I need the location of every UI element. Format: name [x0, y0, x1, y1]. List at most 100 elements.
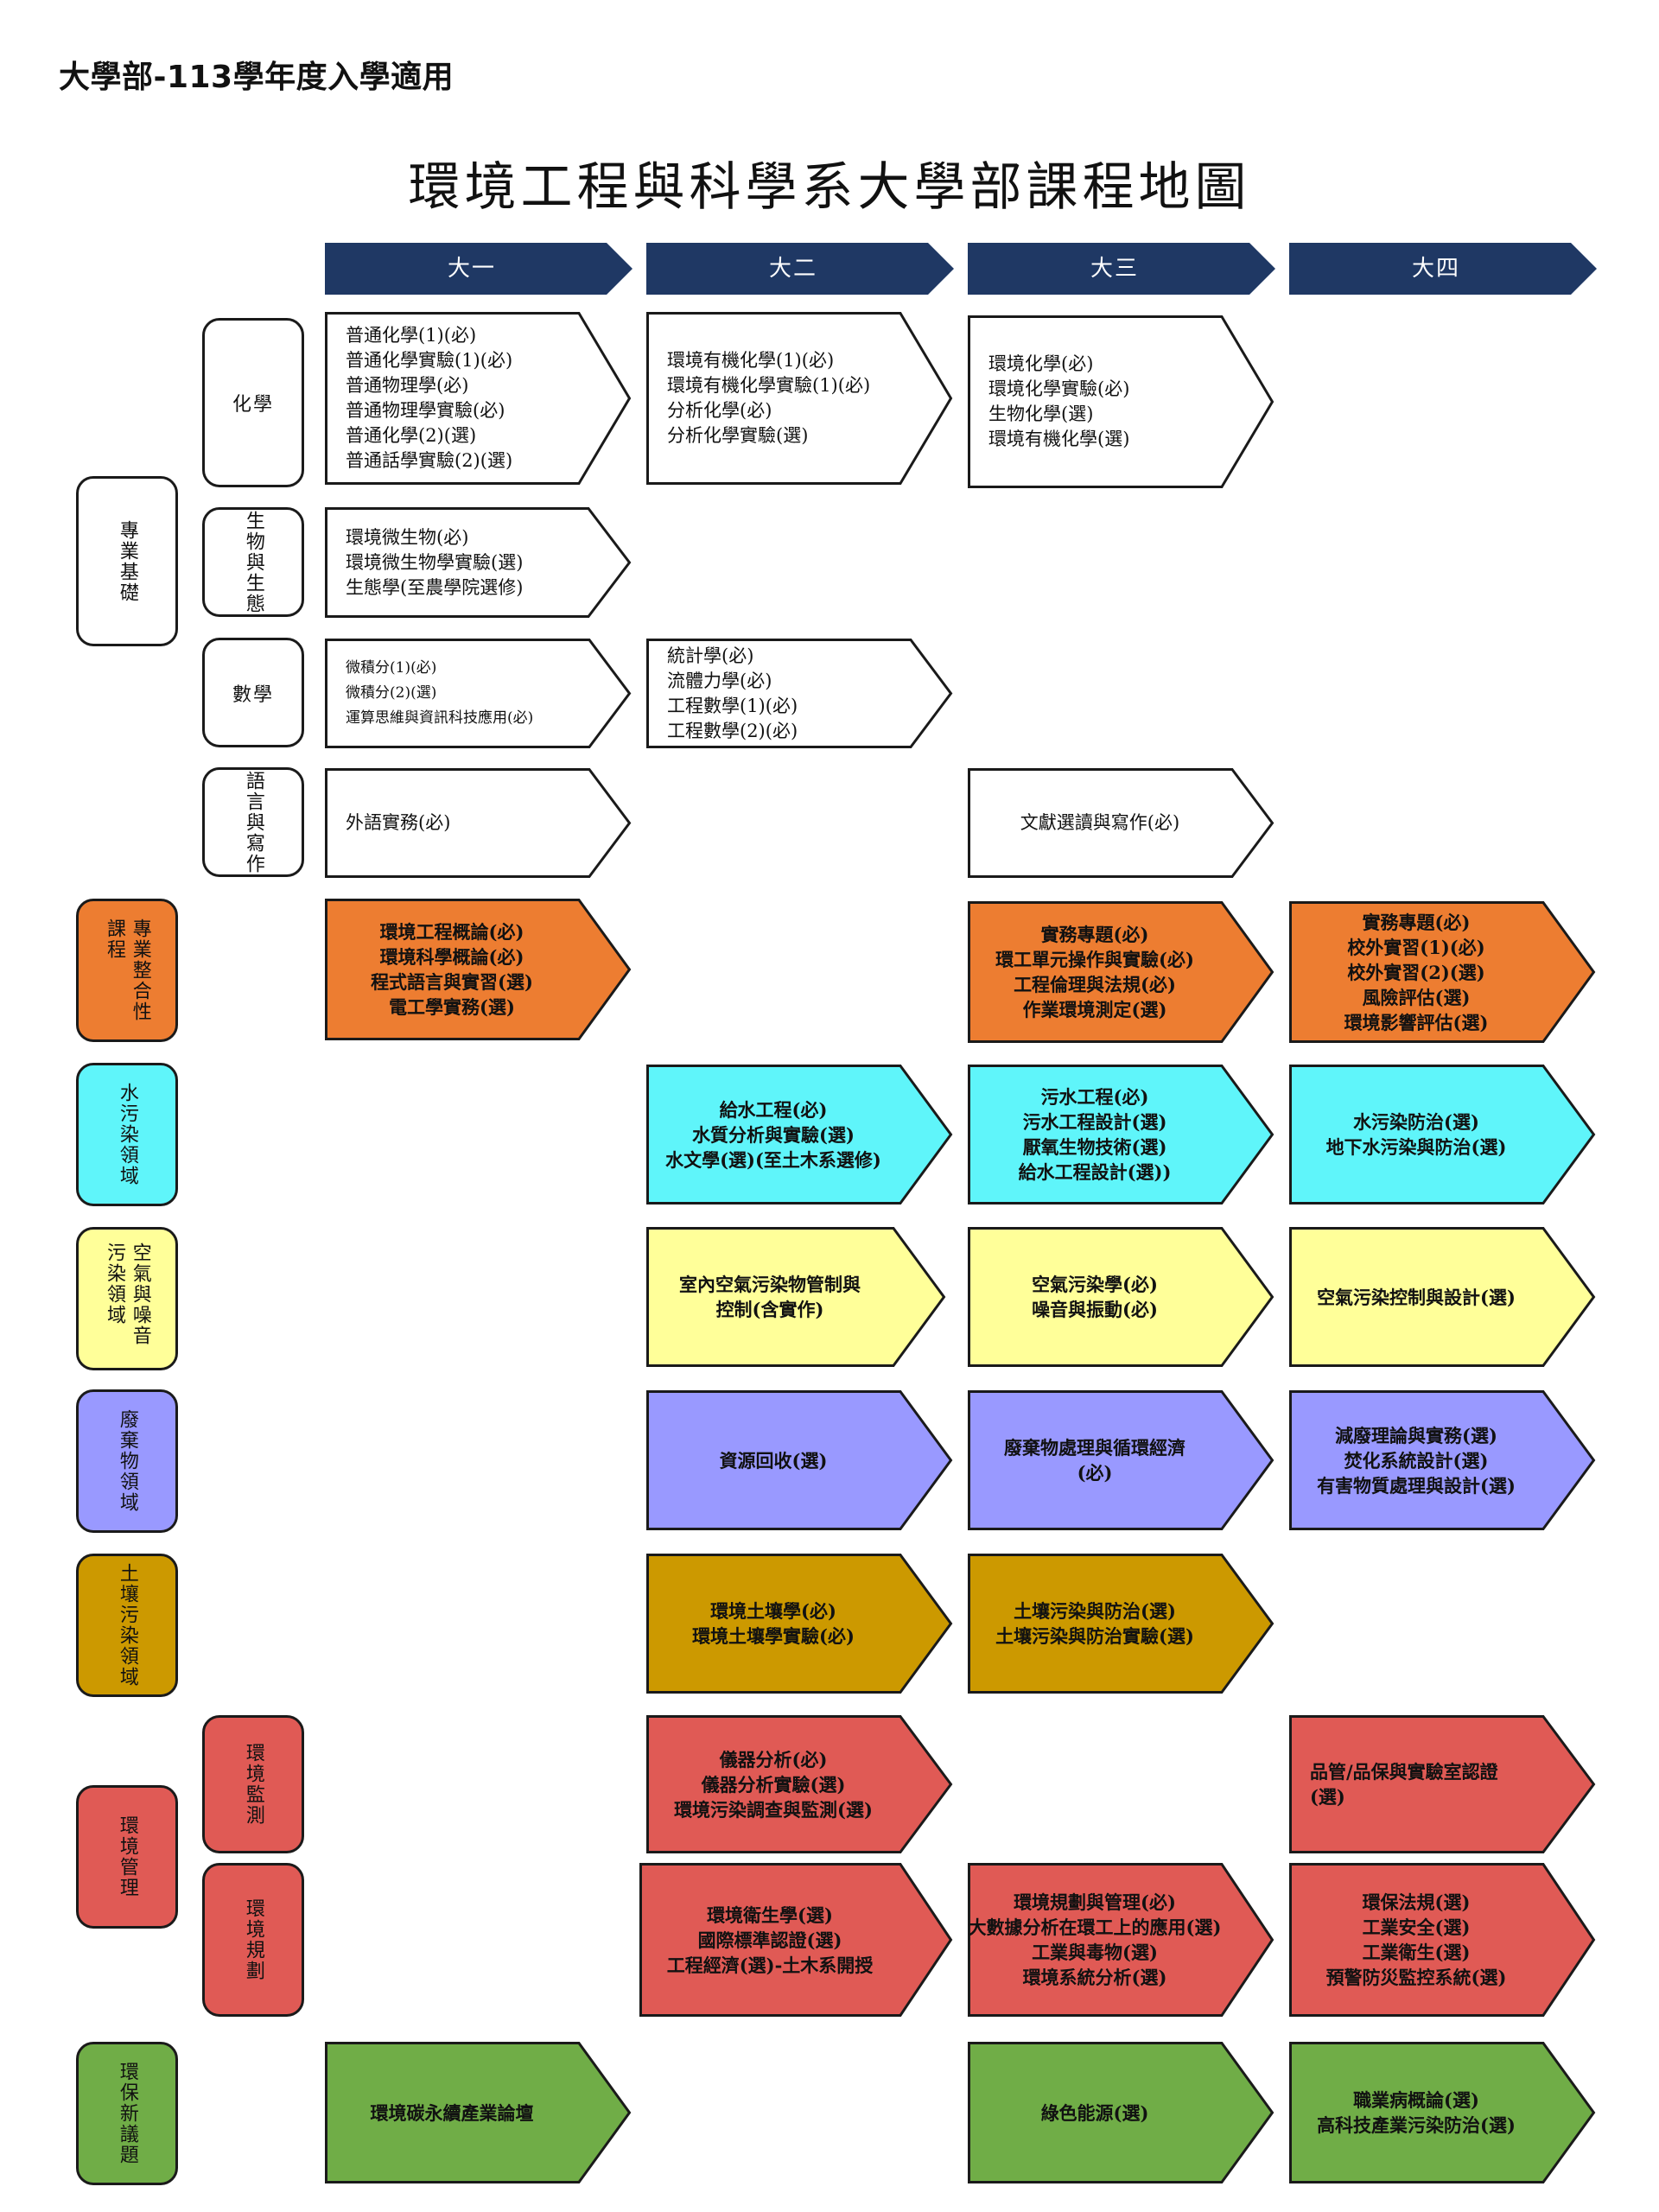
course-line: 污水工程(必) — [1040, 1086, 1149, 1108]
course-line: 地下水污染與防治(選) — [1325, 1136, 1507, 1158]
course-box-air-year2: 室內空氣污染物管制與控制(含實作) — [646, 1227, 946, 1367]
course-list: 實務專題(必)環工單元操作與實驗(必)工程倫理與法規(必)作業環境測定(選) — [968, 901, 1222, 1043]
course-line: 環境污染調查與監測(選) — [674, 1798, 873, 1821]
course-line: 土壤污染與防治實驗(選) — [995, 1625, 1194, 1647]
course-line: 環境碳永續產業論壇 — [370, 2101, 534, 2124]
course-box-math-year2: 統計學(必)流體力學(必)工程數學(1)(必)工程數學(2)(必) — [646, 639, 953, 748]
course-list: 綠色能源(選) — [968, 2042, 1222, 2183]
course-box-monitoring-year4: 品管/品保與實驗室認證 (選) — [1289, 1715, 1596, 1853]
course-box-math-year1: 微積分(1)(必)微積分(2)(選)運算思維與資訊科技應用(必) — [325, 639, 632, 748]
course-line: 微積分(2)(選) — [346, 684, 437, 702]
year-header-1: 大一 — [325, 243, 632, 295]
course-line: 電工學實務(選) — [389, 996, 515, 1018]
category-air-noise: 空氣與噪音污染領域 — [76, 1227, 178, 1370]
course-list: 環境衛生學(選)國際標準認證(選)工程經濟(選)-土木系開授 — [639, 1863, 900, 2017]
course-line: 風險評估(選) — [1362, 986, 1471, 1008]
course-list: 環境土壤學(必)環境土壤學實驗(必) — [646, 1554, 900, 1694]
course-line: 環境系統分析(選) — [1022, 1967, 1167, 1988]
course-line: 水文學(選)(至土木系選修) — [665, 1148, 881, 1171]
course-list: 環境微生物(必)環境微生物學實驗(選)生態學(至農學院選修) — [325, 507, 609, 618]
course-line: 工業與毒物(選) — [1032, 1942, 1158, 1963]
course-line: 厭氧生物技術(選) — [1022, 1136, 1167, 1158]
course-box-monitoring-year2: 儀器分析(必)儀器分析實驗(選)環境污染調查與監測(選) — [646, 1715, 953, 1853]
course-line: 污水工程設計(選) — [1022, 1111, 1167, 1133]
course-line: 工業安全(選) — [1362, 1916, 1471, 1938]
course-line: 作業環境測定(選) — [1022, 999, 1167, 1020]
course-line: 分析化學實驗(選) — [667, 425, 809, 446]
course-line: 工程經濟(選)-土木系開授 — [666, 1954, 874, 1976]
course-line: 品管/品保與實驗室認證 — [1310, 1761, 1498, 1783]
course-line: 普通化學實驗(1)(必) — [346, 350, 513, 371]
course-line: 有害物質處理與設計(選) — [1317, 1474, 1516, 1497]
course-line: 資源回收(選) — [719, 1449, 828, 1471]
category-water-pollution: 水污染領域 — [76, 1063, 178, 1206]
course-box-planning-year4: 環保法規(選)工業安全(選)工業衛生(選)預警防災監控系統(選) — [1289, 1863, 1596, 2017]
course-line: 普通物理學實驗(必) — [346, 400, 505, 421]
course-line: 環境影響評估(選) — [1344, 1011, 1489, 1033]
course-list: 統計學(必)流體力學(必)工程數學(1)(必)工程數學(2)(必) — [646, 639, 931, 748]
course-box-chemistry-year1: 普通化學(1)(必)普通化學實驗(1)(必)普通物理學(必)普通物理學實驗(必)… — [325, 312, 632, 485]
course-line: 環境有機化學實驗(1)(必) — [667, 375, 871, 396]
course-line: 環境化學實驗(必) — [988, 378, 1130, 399]
admission-year-note: 大學部-113學年度入學適用 — [59, 60, 454, 95]
course-list: 環境規劃與管理(必)大數據分析在環工上的應用(選)工業與毒物(選)環境系統分析(… — [968, 1863, 1222, 2017]
course-line: 普通話學實驗(2)(選) — [346, 450, 513, 471]
course-list: 空氣污染學(必)噪音與振動(必) — [968, 1227, 1222, 1367]
subcategory-environmental-monitoring: 環境監測 — [202, 1715, 304, 1853]
category-waste: 廢棄物領域 — [76, 1389, 178, 1533]
course-list: 給水工程(必)水質分析與實驗(選)水文學(選)(至土木系選修) — [646, 1065, 900, 1205]
course-line: 校外實習(1)(必) — [1347, 936, 1485, 958]
course-list: 環境碳永續產業論壇 — [325, 2042, 579, 2183]
course-box-water-year3: 污水工程(必)污水工程設計(選)厭氧生物技術(選)給水工程設計(選)) — [968, 1065, 1274, 1205]
course-line: 普通化學(2)(選) — [346, 425, 477, 446]
course-box-waste-year4: 減廢理論與實務(選) 焚化系統設計(選) 有害物質處理與設計(選) — [1289, 1390, 1596, 1530]
category-environmental-management: 環境管理 — [76, 1785, 178, 1929]
course-list: 外語實務(必) — [325, 768, 610, 878]
year-header-2: 大二 — [646, 243, 954, 295]
course-list: 微積分(1)(必)微積分(2)(選)運算思維與資訊科技應用(必) — [325, 639, 610, 748]
course-box-water-year4: 水污染防治(選) 地下水污染與防治(選) — [1289, 1065, 1596, 1205]
course-box-water-year2: 給水工程(必)水質分析與實驗(選)水文學(選)(至土木系選修) — [646, 1065, 953, 1205]
course-line: 噪音與振動(必) — [1032, 1299, 1158, 1320]
course-box-language-year1: 外語實務(必) — [325, 768, 632, 878]
course-line: 生物化學(選) — [988, 404, 1094, 424]
course-line: (選) — [1310, 1786, 1345, 1808]
course-line: 環境土壤學(必) — [710, 1600, 836, 1622]
course-line: 室內空氣污染物管制與 — [679, 1274, 861, 1295]
course-line: 國際標準認證(選) — [697, 1929, 842, 1951]
course-line: 環境微生物學實驗(選) — [346, 551, 524, 573]
course-line: 儀器分析實驗(選) — [701, 1773, 846, 1796]
course-box-planning-year2: 環境衛生學(選)國際標準認證(選)工程經濟(選)-土木系開授 — [639, 1863, 953, 2017]
course-line: 焚化系統設計(選) — [1344, 1449, 1489, 1471]
course-box-air-year4: 空氣污染控制與設計(選) — [1289, 1227, 1596, 1367]
course-box-integrated-year4: 實務專題(必)校外實習(1)(必)校外實習(2)(選)風險評估(選)環境影響評估… — [1289, 901, 1596, 1043]
course-box-waste-year3: 廢棄物處理與循環經濟(必) — [968, 1390, 1274, 1530]
course-line: 環境有機化學(選) — [988, 429, 1130, 449]
course-box-integrated-year1: 環境工程概論(必)環境科學概論(必)程式語言與實習(選)電工學實務(選) — [325, 899, 632, 1040]
course-list: 室內空氣污染物管制與控制(含實作) — [646, 1227, 893, 1367]
course-line: 水污染防治(選) — [1353, 1111, 1479, 1133]
course-list: 普通化學(1)(必)普通化學實驗(1)(必)普通物理學(必)普通物理學實驗(必)… — [325, 312, 600, 485]
course-line: 統計學(必) — [667, 645, 754, 666]
course-line: 環境微生物(必) — [346, 526, 469, 548]
course-list: 品管/品保與實驗室認證 (選) — [1289, 1715, 1564, 1853]
subcategory-math: 數學 — [202, 638, 304, 747]
course-line: 綠色能源(選) — [1040, 2101, 1149, 2124]
subcategory-biology-ecology: 生物與生態 — [202, 507, 304, 617]
course-box-soil-year2: 環境土壤學(必)環境土壤學實驗(必) — [646, 1554, 953, 1694]
course-line: 分析化學(必) — [667, 400, 772, 421]
year-header-4: 大四 — [1289, 243, 1597, 295]
category-major-basic: 專業基礎 — [76, 476, 178, 646]
course-line: 實務專題(必) — [1040, 924, 1149, 945]
course-list: 儀器分析(必)儀器分析實驗(選)環境污染調查與監測(選) — [646, 1715, 900, 1853]
course-line: 環境科學概論(必) — [379, 946, 524, 968]
course-box-issues-year4: 職業病概論(選)高科技產業污染防治(選) — [1289, 2042, 1596, 2183]
course-line: 大數據分析在環工上的應用(選) — [968, 1916, 1222, 1938]
course-line: (必) — [1077, 1462, 1113, 1484]
course-line: 減廢理論與實務(選) — [1335, 1424, 1497, 1446]
course-list: 土壤污染與防治(選)土壤污染與防治實驗(選) — [968, 1554, 1222, 1694]
course-line: 普通化學(1)(必) — [346, 325, 477, 346]
subcategory-chemistry: 化學 — [202, 318, 304, 487]
category-integrated: 專業整合性課程 — [76, 899, 178, 1042]
course-line: 實務專題(必) — [1362, 911, 1471, 933]
